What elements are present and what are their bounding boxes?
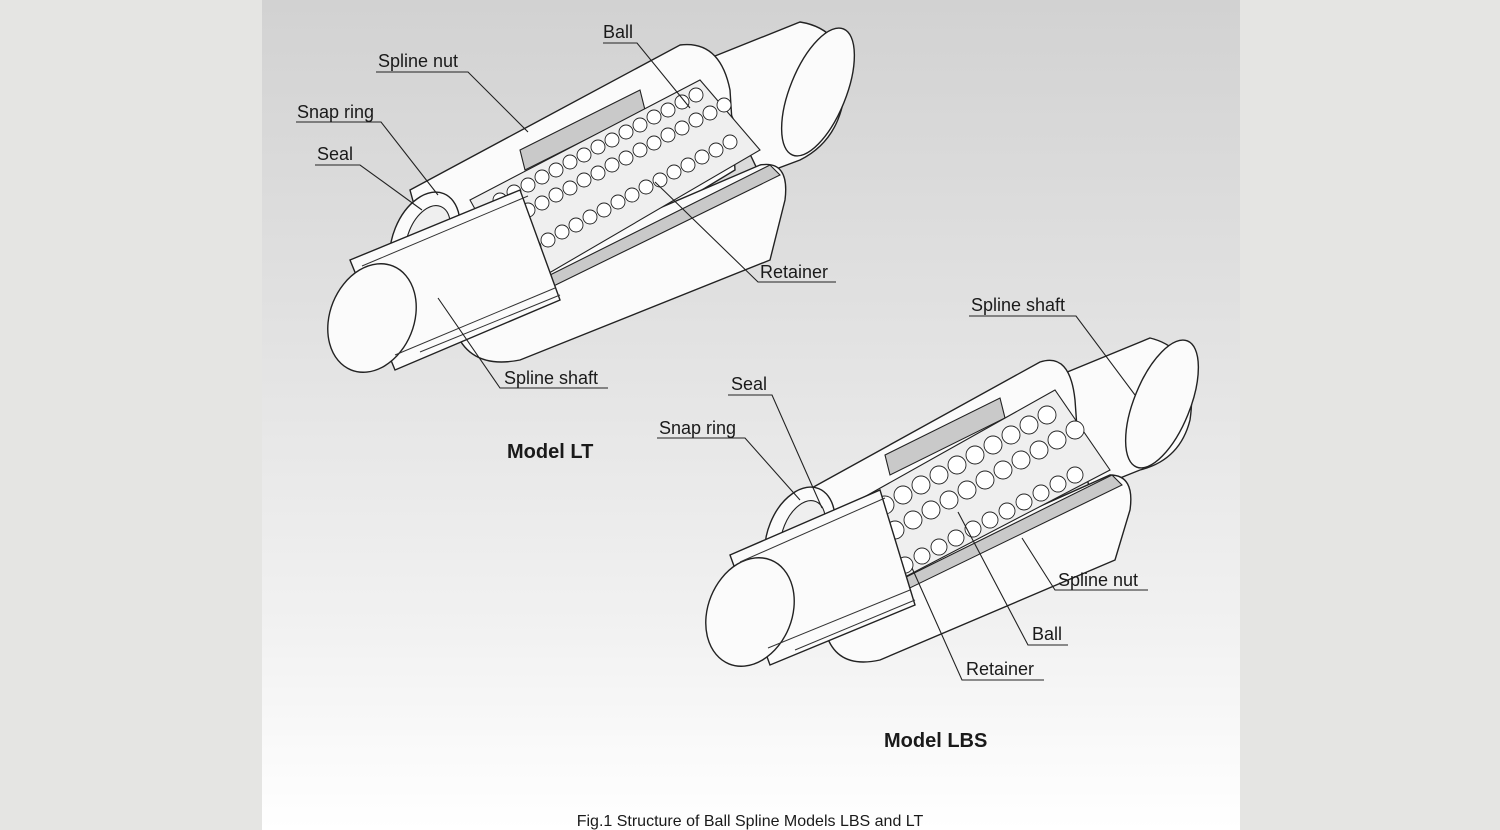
lbs-label-ball: Ball — [1032, 624, 1062, 644]
lbs-callout-ball: Ball — [957, 511, 1068, 646]
lt-callout-snap-ring: Snap ring — [296, 102, 439, 196]
lbs-label-spline-shaft: Spline shaft — [971, 295, 1065, 315]
model-lbs-illustration — [705, 337, 1200, 667]
lt-label-snap-ring: Snap ring — [297, 102, 374, 122]
model-lt-title: Model LT — [507, 441, 593, 463]
lt-label-seal: Seal — [317, 144, 353, 164]
lbs-label-spline-nut: Spline nut — [1058, 570, 1138, 590]
lbs-ball-row-upper — [875, 405, 1057, 515]
lbs-label-retainer: Retainer — [966, 659, 1034, 679]
lt-label-spline-nut: Spline nut — [378, 51, 458, 71]
lbs-callout-snap-ring: Snap ring — [657, 418, 801, 501]
lt-callout-ball: Ball — [603, 22, 691, 109]
model-lt-illustration — [327, 21, 856, 373]
lbs-callout-seal: Seal — [728, 374, 823, 509]
lt-ball-row-upper — [492, 87, 704, 208]
lbs-callout-retainer: Retainer — [911, 567, 1044, 681]
figure-caption: Fig.1 Structure of Ball Spline Models LB… — [577, 813, 924, 830]
model-lbs-title: Model LBS — [884, 730, 987, 752]
lt-label-retainer: Retainer — [760, 262, 828, 282]
lt-label-spline-shaft: Spline shaft — [504, 368, 598, 388]
lbs-callout-spline-shaft: Spline shaft — [969, 295, 1136, 396]
lbs-label-seal: Seal — [731, 374, 767, 394]
lbs-callout-spline-nut: Spline nut — [1021, 537, 1148, 591]
lt-callout-seal: Seal — [315, 144, 423, 211]
lt-callout-spline-shaft: Spline shaft — [437, 297, 608, 389]
lt-callout-retainer: Retainer — [654, 181, 836, 283]
lbs-ball-row-lower — [885, 420, 1085, 540]
lt-callout-spline-nut: Spline nut — [376, 51, 529, 133]
lbs-label-snap-ring: Snap ring — [659, 418, 736, 438]
lt-label-ball: Ball — [603, 22, 633, 42]
